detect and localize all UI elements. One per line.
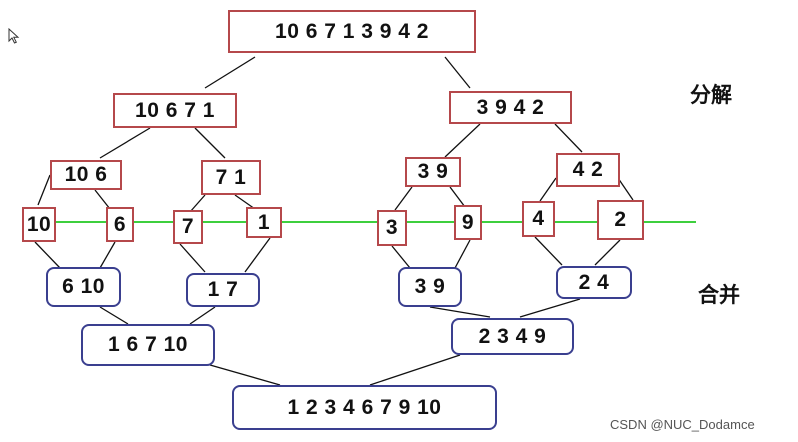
split-node-root: 10 6 7 1 3 9 4 2 [228, 10, 476, 53]
split-node-ll: 10 6 [50, 160, 122, 190]
edge-r-rl [444, 123, 481, 158]
edge-mrl-mr [429, 306, 491, 318]
split-label: 分解 [690, 84, 732, 107]
edge-4-m [534, 236, 563, 266]
merge-node-l: 1 6 7 10 [81, 324, 215, 366]
leaf-node-1: 1 [246, 207, 282, 238]
edge-root-l [204, 56, 256, 89]
csdn-watermark: CSDN @NUC_Dodamce [610, 417, 755, 432]
split-node-lr: 7 1 [201, 160, 261, 195]
split-node-rl: 3 9 [405, 157, 461, 187]
edge-rr-2 [617, 177, 634, 201]
leaf-node-2: 2 [597, 200, 644, 240]
edge-l-lr [194, 127, 226, 159]
edge-r-rr [554, 123, 583, 153]
merge-node-lr: 1 7 [186, 273, 260, 307]
edge-lr-1 [234, 194, 256, 210]
edge-root-r [444, 56, 471, 89]
edge-rr-4 [539, 177, 557, 202]
edge-ll-10 [37, 174, 51, 206]
merge-node-ll: 6 10 [46, 267, 121, 307]
edge-3-m [391, 245, 411, 269]
leaf-node-7: 7 [173, 210, 203, 244]
edge-1-m [244, 237, 271, 273]
edge-ll-6 [94, 189, 111, 210]
split-node-l: 10 6 7 1 [113, 93, 237, 128]
leaf-node-6: 6 [106, 207, 134, 242]
edge-7-m [179, 243, 206, 273]
edge-lr-7 [189, 194, 206, 213]
mouse-cursor-icon [8, 28, 20, 44]
split-node-rr: 4 2 [556, 153, 620, 187]
merge-node-rr: 2 4 [556, 266, 632, 299]
edge-2-m [594, 239, 621, 266]
edge-mr-root [369, 354, 461, 386]
merge-label: 合并 [698, 284, 740, 307]
edge-mrr-mr [519, 298, 581, 318]
leaf-node-4: 4 [522, 201, 555, 237]
merge-node-rl: 3 9 [398, 267, 462, 307]
leaf-node-10: 10 [22, 207, 56, 242]
leaf-node-9: 9 [454, 205, 482, 240]
edge-6-m [99, 241, 116, 269]
merge-node-root: 1 2 3 4 6 7 9 10 [232, 385, 497, 430]
edge-rl-9 [449, 186, 466, 208]
split-node-r: 3 9 4 2 [449, 91, 572, 124]
edge-9-m [454, 239, 471, 269]
edge-mll-ml [99, 306, 129, 325]
merge-node-r: 2 3 4 9 [451, 318, 574, 355]
edge-l-ll [99, 127, 151, 159]
edge-rl-3 [394, 186, 413, 211]
edge-10-m [34, 241, 61, 269]
leaf-node-3: 3 [377, 210, 407, 246]
edge-mlr-ml [189, 306, 216, 325]
